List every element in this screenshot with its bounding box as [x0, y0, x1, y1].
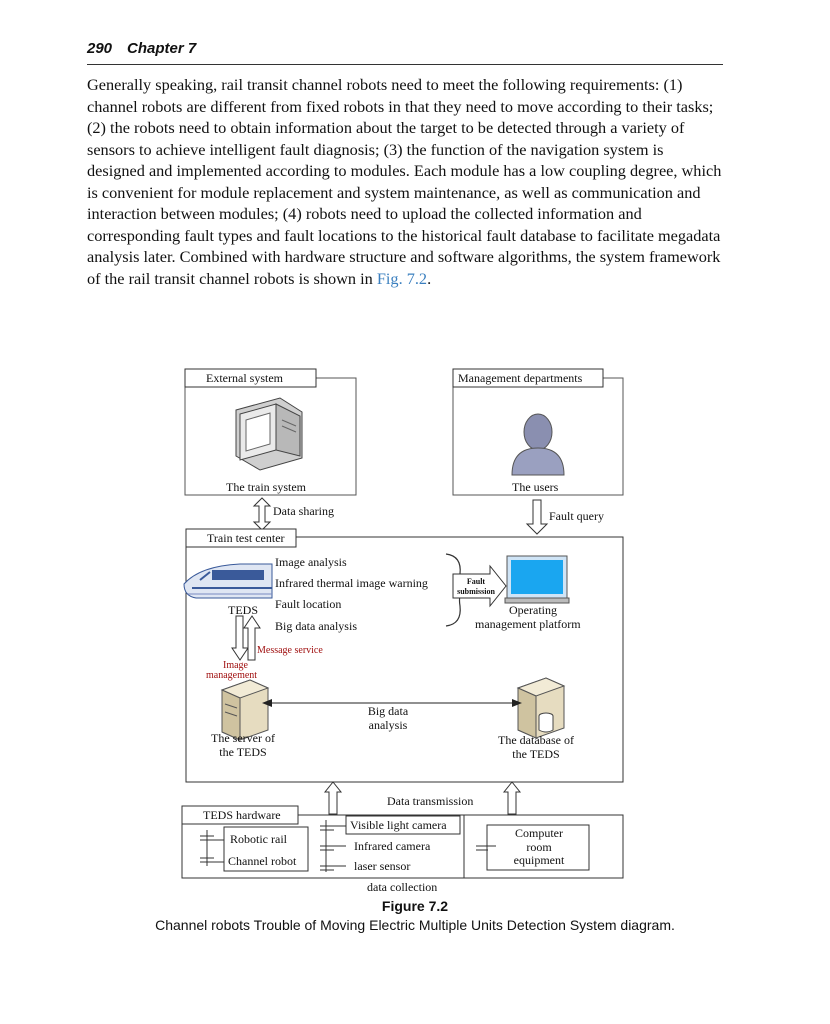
server-label-2: the TEDS — [219, 745, 267, 759]
computer-room-label-3: equipment — [513, 853, 565, 867]
fault-location-label: Fault location — [275, 597, 342, 611]
figure-link[interactable]: Fig. 7.2 — [376, 268, 428, 288]
data-sharing-arrow — [252, 497, 272, 531]
big-data-label-2: analysis — [368, 718, 408, 732]
image-management-label-2: management — [206, 670, 258, 681]
teds-hardware-label: TEDS hardware — [203, 808, 281, 822]
fault-query-label: Fault query — [549, 509, 604, 523]
hardware-connectors — [200, 820, 496, 872]
fault-submission-label-1: Fault — [466, 577, 486, 586]
platform-monitor-icon — [504, 555, 570, 604]
fault-submission-label-2: submission — [457, 587, 495, 596]
message-service-label: Message service — [257, 645, 323, 656]
body-paragraph: Generally speaking, rail transit channel… — [87, 74, 723, 289]
big-data-label-1: Big data — [367, 704, 409, 718]
channel-robot-label: Channel robot — [228, 854, 297, 868]
body-text-end: . — [427, 268, 432, 288]
page-header: 290 Chapter 7 — [87, 38, 723, 65]
body-text: Generally speaking, rail transit channel… — [87, 75, 722, 288]
message-service-arrows — [231, 615, 261, 661]
database-label-2: the TEDS — [512, 747, 560, 761]
external-system-label: External system — [206, 371, 283, 385]
infrared-camera-label: Infrared camera — [354, 839, 431, 853]
page-number: 290 — [87, 40, 113, 57]
server-label-1: The server of — [211, 731, 275, 745]
database-label-1: The database of — [498, 733, 574, 747]
computer-room-label-1: Computer — [515, 826, 563, 840]
data-transmission-label: Data transmission — [387, 794, 474, 808]
fault-query-arrow — [525, 499, 549, 535]
user-icon — [511, 413, 565, 476]
big-data-analysis-label: Big data analysis — [275, 619, 357, 633]
computer-room-label-2: room — [526, 840, 552, 854]
train-test-center-label: Train test center — [207, 531, 285, 545]
infrared-warning-label: Infrared thermal image warning — [275, 576, 428, 590]
chapter-title: Chapter 7 — [127, 40, 197, 57]
monitor-icon — [235, 397, 303, 471]
management-departments-label: Management departments — [458, 371, 583, 385]
laser-sensor-label: laser sensor — [354, 859, 411, 873]
figure-number: Figure 7.2 — [381, 898, 449, 914]
data-collection-label: data collection — [367, 880, 438, 894]
database-server-icon — [516, 677, 566, 739]
data-transmission-arrows — [323, 781, 522, 815]
server-icon — [220, 679, 270, 741]
image-analysis-label: Image analysis — [275, 555, 347, 569]
robotic-rail-label: Robotic rail — [230, 832, 287, 846]
teds-label: TEDS — [228, 603, 258, 617]
users-label: The users — [512, 480, 559, 494]
train-system-label: The train system — [226, 480, 306, 494]
image-management-label-1: Image — [223, 660, 248, 671]
figure-caption: Channel robots Trouble of Moving Electri… — [155, 917, 675, 933]
train-icon — [183, 563, 273, 599]
operating-label-2: management platform — [475, 617, 581, 631]
visible-camera-label: Visible light camera — [350, 818, 447, 832]
data-sharing-label: Data sharing — [273, 504, 334, 518]
operating-label-1: Operating — [509, 603, 557, 617]
